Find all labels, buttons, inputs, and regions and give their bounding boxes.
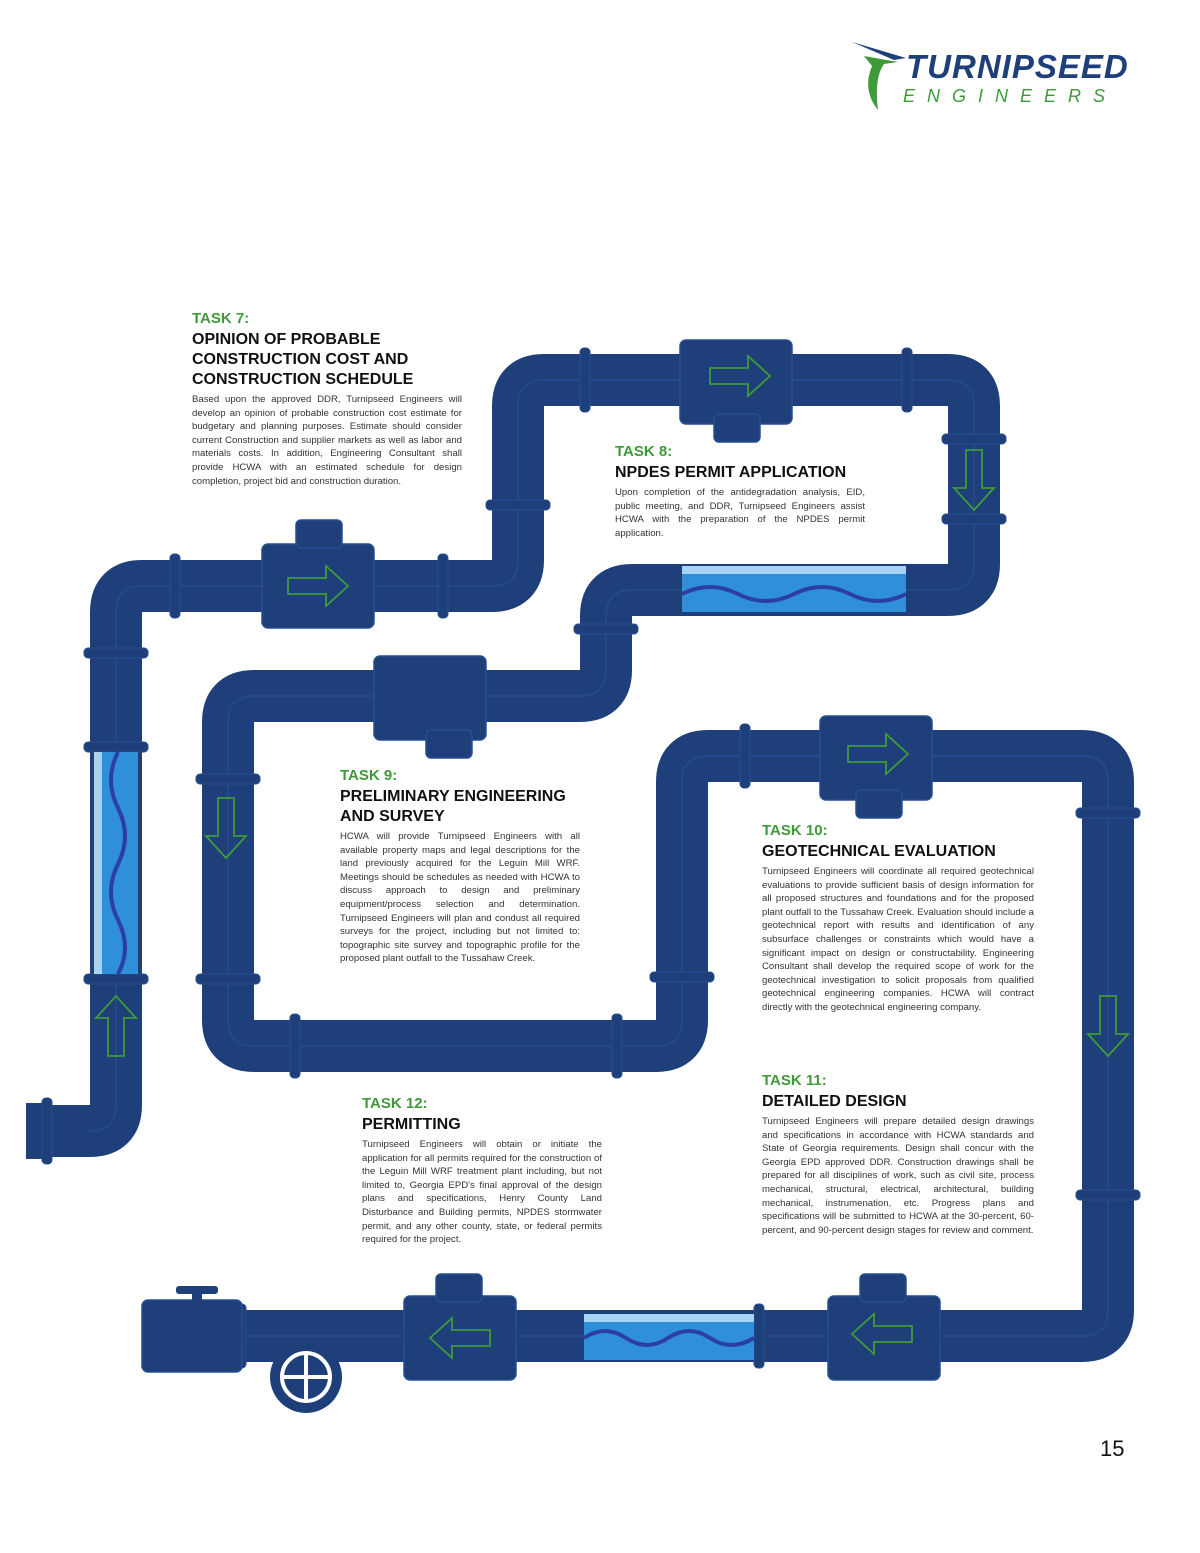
arrow-down-icon [203,797,249,860]
task-10: TASK 10: GEOTECHNICAL EVALUATION Turnips… [762,822,1034,1015]
task-title: PRELIMINARY ENGINEERING AND SURVEY [340,788,566,825]
arrow-right-icon [709,353,772,399]
valve-handle-icon [176,1286,218,1304]
logo-subtitle: ENGINEERS [903,86,1118,106]
arrow-right-icon [287,563,350,609]
task-description: Turnipseed Engineers will obtain or init… [362,1139,602,1246]
task-11: TASK 11: DETAILED DESIGN Turnipseed Engi… [762,1072,1034,1237]
logo-mark-icon [852,42,906,110]
arrow-up-icon [93,994,139,1057]
page-number: 15 [1100,1436,1125,1461]
arrow-left-icon [850,1311,913,1357]
task-number: TASK 12: [362,1095,428,1112]
task-7: TASK 7: OPINION OF PROBABLE CONSTRUCTION… [192,310,462,488]
task-description: HCWA will provide Turnipseed Engineers w… [340,831,580,965]
task-title: OPINION OF PROBABLE CONSTRUCTION COST AN… [192,331,414,388]
task-title: DETAILED DESIGN [762,1093,907,1110]
task-description: Turnipseed Engineers will coordinate all… [762,866,1034,1013]
valve-body [141,1299,243,1373]
gate-wheel-icon [270,1341,342,1413]
valve-body [403,1295,517,1381]
arrow-down-icon [951,449,997,512]
arrow-left-icon [428,1315,491,1361]
task-number: TASK 7: [192,310,250,327]
pipe-collars [41,347,1141,1369]
valve-body [819,715,933,801]
company-logo: TURNIPSEED ENGINEERS [848,38,1148,118]
task-title: NPDES PERMIT APPLICATION [615,464,847,481]
water-windows [94,566,907,1360]
task-description: Based upon the approved DDR, Turnipseed … [192,394,462,487]
task-number: TASK 8: [615,443,673,460]
task-description: Turnipseed Engineers will prepare detail… [762,1116,1034,1236]
task-12: TASK 12: PERMITTING Turnipseed Engineers… [362,1095,602,1247]
valve-body [261,543,375,629]
arrow-right-icon [847,731,910,777]
valve-body [827,1295,941,1381]
task-8: TASK 8: NPDES PERMIT APPLICATION Upon co… [615,443,865,540]
task-description: Upon completion of the antidegradation a… [615,487,865,539]
logo-wordmark: TURNIPSEED [906,48,1129,85]
arrow-down-icon [1085,995,1131,1058]
task-number: TASK 11: [762,1072,827,1089]
valve-body [679,339,793,425]
task-title: PERMITTING [362,1116,461,1133]
flow-arrows [93,353,1131,1361]
task-number: TASK 9: [340,767,398,784]
valve-body [373,655,487,741]
task-title: GEOTECHNICAL EVALUATION [762,843,996,860]
task-9: TASK 9: PRELIMINARY ENGINEERING AND SURV… [340,767,580,966]
task-number: TASK 10: [762,822,828,839]
